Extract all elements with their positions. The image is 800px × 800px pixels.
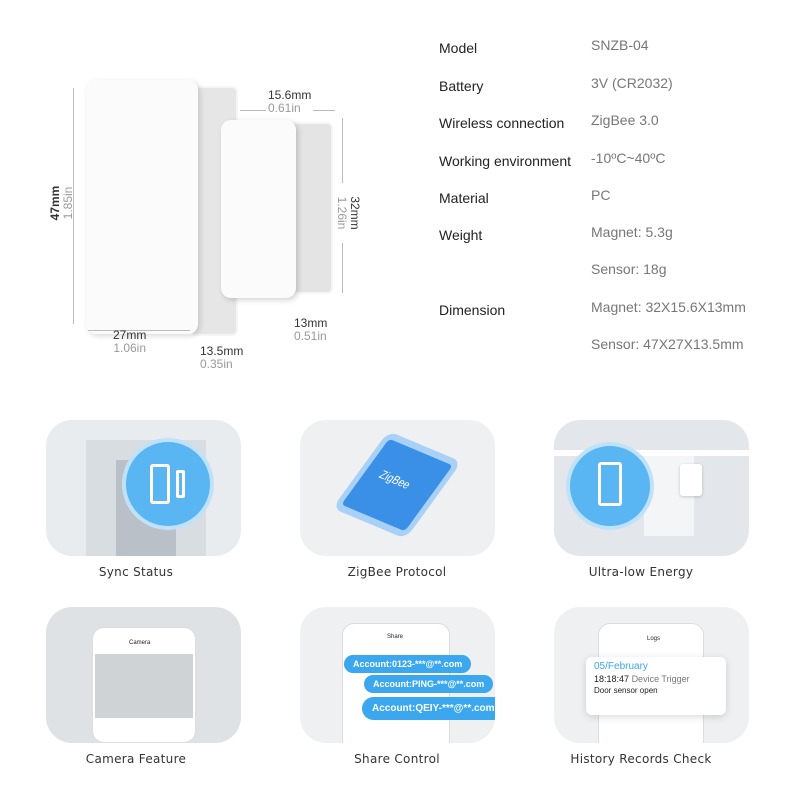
feature-tile-sync-status bbox=[46, 420, 241, 556]
sensor-status-icon bbox=[122, 438, 214, 530]
dim-height-main: 47mm 1.85in bbox=[48, 185, 75, 221]
spec-label-material: Material bbox=[439, 190, 489, 206]
dim-height-magnet: 32mm 1.26in bbox=[335, 183, 362, 243]
feature-caption-sync-status: Sync Status bbox=[98, 565, 174, 579]
history-record-card: 05/February 18:18:47 Device Trigger Door… bbox=[586, 657, 726, 715]
spec-value-weight-magnet: Magnet: 5.3g bbox=[591, 224, 673, 240]
shared-account-1: Account:0123-***@**.com bbox=[344, 655, 472, 673]
spec-label-battery: Battery bbox=[439, 78, 484, 94]
feature-caption-share-control: Share Control bbox=[354, 752, 440, 766]
spec-value-dimension-sensor: Sensor: 47X27X13.5mm bbox=[591, 336, 744, 352]
feature-tile-zigbee-protocol: ZigBee bbox=[300, 420, 495, 556]
feature-tile-camera: Camera bbox=[46, 607, 241, 743]
spec-label-environment: Working environment bbox=[439, 153, 572, 169]
spec-value-wireless: ZigBee 3.0 bbox=[591, 112, 659, 128]
feature-caption-camera: Camera Feature bbox=[85, 752, 187, 766]
feature-caption-history-records: History Records Check bbox=[570, 752, 712, 766]
shared-account-2: Account:PING-***@**.com bbox=[364, 675, 494, 693]
spec-value-battery: 3V (CR2032) bbox=[591, 75, 673, 91]
spec-value-environment: -10ºC~40ºC bbox=[591, 150, 666, 166]
feature-tile-ultra-low-energy bbox=[554, 420, 749, 556]
spec-label-model: Model bbox=[439, 40, 478, 56]
spec-label-dimension: Dimension bbox=[439, 302, 506, 318]
feature-caption-zigbee-protocol: ZigBee Protocol bbox=[347, 565, 447, 579]
spec-label-weight: Weight bbox=[439, 227, 483, 243]
feature-caption-ultra-low-energy: Ultra-low Energy bbox=[588, 565, 694, 579]
spec-value-weight-sensor: Sensor: 18g bbox=[591, 261, 667, 277]
spec-value-material: PC bbox=[591, 187, 611, 203]
spec-label-wireless: Wireless connection bbox=[439, 115, 565, 131]
battery-leaf-icon bbox=[566, 442, 654, 530]
camera-feed bbox=[95, 654, 193, 718]
sensor-body bbox=[86, 80, 198, 334]
feature-tile-share-control: Share Account:0123-***@**.com Account:PI… bbox=[300, 607, 495, 743]
magnet-body bbox=[221, 120, 296, 298]
spec-value-model: SNZB-04 bbox=[591, 37, 649, 53]
feature-tile-history-records: Logs 05/February 18:18:47 Device Trigger… bbox=[554, 607, 749, 743]
spec-value-dimension-magnet: Magnet: 32X15.6X13mm bbox=[591, 299, 746, 315]
zigbee-chip-icon: ZigBee bbox=[341, 438, 453, 532]
shared-account-3: Account:QEIY-***@**.com bbox=[362, 697, 495, 720]
